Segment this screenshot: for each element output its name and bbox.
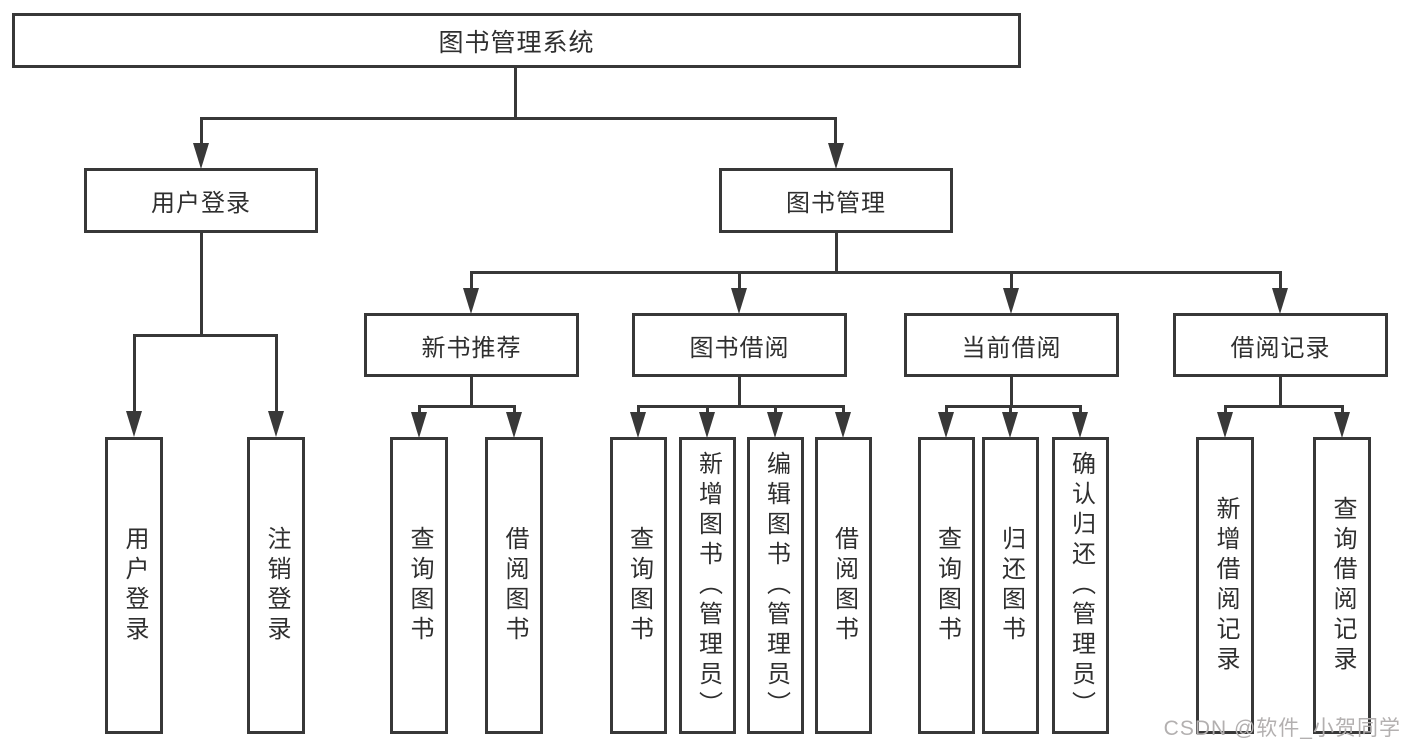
connector-line-v — [1009, 405, 1012, 415]
leaf-add-book-admin: 新增图书（管理员） — [679, 437, 736, 734]
connector-line-v — [1341, 405, 1344, 415]
node-book-management-label: 图书管理 — [786, 190, 886, 217]
connector-line-v — [470, 377, 473, 407]
arrow-down-icon — [630, 412, 646, 438]
arrow-down-icon — [126, 411, 142, 437]
arrow-down-icon — [268, 411, 284, 437]
leaf-return-book: 归还图书 — [982, 437, 1039, 734]
leaf-query-book-2-label: 查询图书 — [625, 525, 653, 646]
arrow-down-icon — [1272, 288, 1288, 314]
leaf-borrow-book-1: 借阅图书 — [485, 437, 543, 734]
leaf-edit-book-admin-label: 编辑图书（管理员） — [762, 450, 790, 721]
leaf-logout: 注销登录 — [247, 437, 305, 734]
connector-line-v — [1010, 377, 1013, 407]
node-book-management: 图书管理 — [719, 168, 953, 233]
connector-line-h — [945, 405, 1081, 408]
arrow-down-icon — [411, 412, 427, 438]
leaf-query-book-1-label: 查询图书 — [406, 525, 433, 646]
leaf-query-borrow-record-label: 查询借阅记录 — [1329, 495, 1356, 676]
arrow-down-icon — [1334, 412, 1350, 438]
leaf-borrow-book-2: 借阅图书 — [815, 437, 872, 734]
node-root-label: 图书管理系统 — [438, 28, 595, 57]
node-new-book-recommend-label: 新书推荐 — [421, 334, 522, 362]
connector-line-v — [738, 271, 741, 290]
connector-line-v — [1279, 271, 1282, 290]
connector-line-v — [835, 233, 838, 274]
connector-line-v — [200, 233, 203, 336]
connector-line-v — [470, 271, 473, 290]
arrow-down-icon — [767, 412, 783, 438]
connector-line-v — [945, 405, 948, 415]
leaf-add-book-admin-label: 新增图书（管理员） — [694, 450, 722, 721]
connector-line-v — [706, 405, 709, 415]
arrow-down-icon — [938, 412, 954, 438]
leaf-confirm-return-admin-label: 确认归还（管理员） — [1067, 450, 1095, 721]
connector-line-h — [470, 271, 1282, 274]
connector-line-v — [514, 68, 517, 120]
connector-line-v — [133, 334, 136, 412]
connector-line-v — [1010, 271, 1013, 290]
node-user-login: 用户登录 — [84, 168, 318, 233]
node-current-borrow: 当前借阅 — [904, 313, 1119, 377]
connector-line-v — [418, 405, 421, 415]
connector-line-v — [275, 334, 278, 412]
connector-line-h — [133, 334, 278, 337]
leaf-query-book-1: 查询图书 — [390, 437, 448, 734]
connector-line-v — [513, 405, 516, 415]
connector-line-v — [774, 405, 777, 415]
connector-line-v — [200, 117, 203, 145]
arrow-down-icon — [1003, 288, 1019, 314]
connector-line-v — [842, 405, 845, 415]
connector-line-v — [1079, 405, 1082, 415]
node-new-book-recommend: 新书推荐 — [364, 313, 579, 377]
connector-line-h — [1224, 405, 1343, 408]
arrow-down-icon — [193, 143, 209, 169]
arrow-down-icon — [506, 412, 522, 438]
arrow-down-icon — [1072, 412, 1088, 438]
leaf-query-book-2: 查询图书 — [610, 437, 667, 734]
arrow-down-icon — [699, 412, 715, 438]
leaf-add-borrow-record-label: 新增借阅记录 — [1212, 495, 1239, 676]
node-book-borrow-label: 图书借阅 — [689, 334, 790, 362]
node-book-borrow: 图书借阅 — [632, 313, 847, 377]
leaf-return-book-label: 归还图书 — [997, 525, 1025, 646]
csdn-watermark: CSDN @软件_小贺同学 — [1163, 717, 1401, 740]
connector-line-v — [637, 405, 640, 415]
arrow-down-icon — [835, 412, 851, 438]
connector-line-v — [738, 377, 741, 407]
leaf-confirm-return-admin: 确认归还（管理员） — [1052, 437, 1109, 734]
arrow-down-icon — [463, 288, 479, 314]
leaf-borrow-book-2-label: 借阅图书 — [830, 525, 858, 646]
leaf-user-login: 用户登录 — [105, 437, 163, 734]
connector-line-v — [1279, 377, 1282, 407]
leaf-add-borrow-record: 新增借阅记录 — [1196, 437, 1254, 734]
node-current-borrow-label: 当前借阅 — [961, 334, 1062, 362]
node-user-login-label: 用户登录 — [151, 190, 251, 217]
arrow-down-icon — [1002, 412, 1018, 438]
leaf-query-book-3-label: 查询图书 — [933, 525, 961, 646]
connector-line-h — [418, 405, 515, 408]
connector-line-v — [1224, 405, 1227, 415]
connector-line-h — [200, 117, 837, 120]
arrow-down-icon — [828, 143, 844, 169]
node-borrow-record: 借阅记录 — [1173, 313, 1388, 377]
arrow-down-icon — [731, 288, 747, 314]
leaf-logout-label: 注销登录 — [263, 525, 290, 646]
leaf-user-login-label: 用户登录 — [121, 525, 148, 646]
leaf-edit-book-admin: 编辑图书（管理员） — [747, 437, 804, 734]
leaf-query-book-3: 查询图书 — [918, 437, 975, 734]
leaf-borrow-book-1-label: 借阅图书 — [501, 525, 528, 646]
leaf-query-borrow-record: 查询借阅记录 — [1313, 437, 1371, 734]
node-root: 图书管理系统 — [12, 13, 1021, 68]
arrow-down-icon — [1217, 412, 1233, 438]
connector-line-v — [834, 117, 837, 145]
node-borrow-record-label: 借阅记录 — [1230, 334, 1331, 362]
connector-line-h — [637, 405, 844, 408]
